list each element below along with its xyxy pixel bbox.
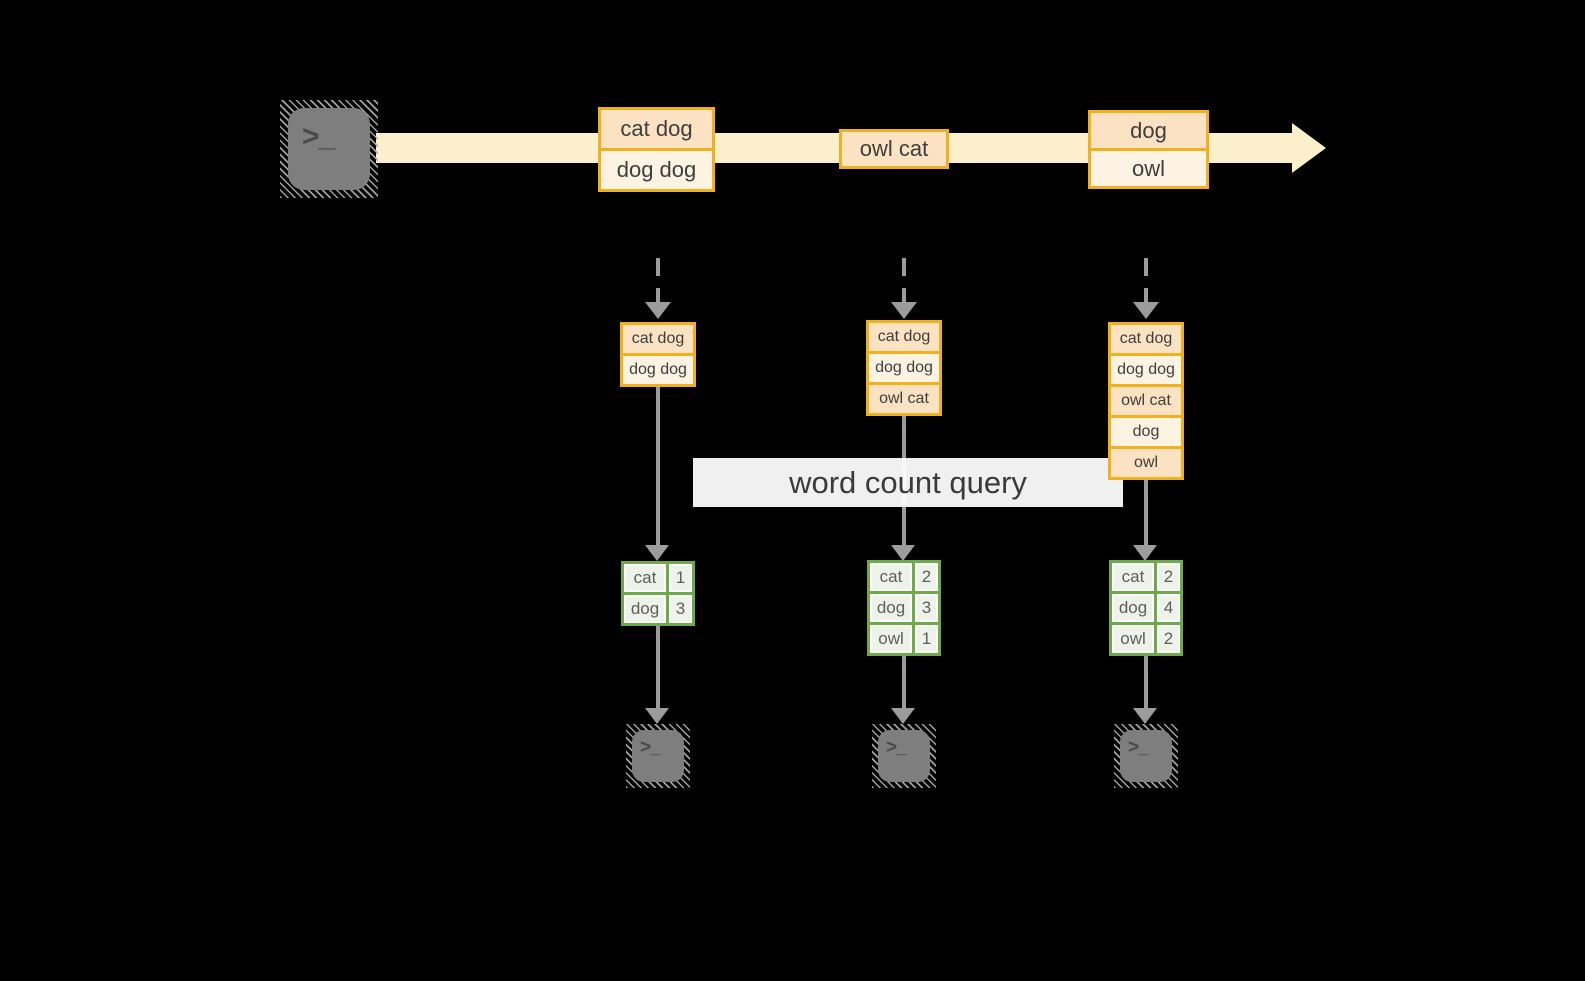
dispatch-arrow-line: [1144, 258, 1148, 302]
terminal-prompt-icon: >_: [886, 737, 907, 758]
output-arrowhead-icon: [891, 708, 915, 724]
query-arrow-line: [656, 387, 660, 545]
batch-row: cat dog: [601, 110, 712, 148]
terminal-screen: [632, 730, 684, 782]
query-arrowhead-icon: [645, 545, 669, 561]
input-row: cat dog: [869, 323, 939, 351]
table-word-cell: owl: [870, 625, 912, 653]
input-row: dog dog: [1111, 356, 1181, 384]
input-row: dog dog: [623, 356, 693, 384]
batch-row: dog: [1091, 113, 1206, 148]
terminal-source-icon: >_: [280, 100, 378, 198]
stream-arrowhead-icon: [1292, 123, 1326, 173]
dispatch-arrowhead-icon: [645, 302, 671, 319]
word-count-query-label: word count query: [693, 458, 1123, 507]
terminal-screen: [878, 730, 930, 782]
output-arrowhead-icon: [645, 708, 669, 724]
terminal-sink-icon-2: >_: [872, 724, 936, 788]
table-word-cell: cat: [624, 564, 666, 592]
table-word-cell: owl: [1112, 625, 1154, 653]
dispatch-arrowhead-icon: [1133, 302, 1159, 319]
batch-row: dog dog: [601, 151, 712, 189]
table-count-cell: 2: [1157, 563, 1180, 591]
table-word-cell: cat: [870, 563, 912, 591]
query-arrowhead-icon: [891, 545, 915, 561]
dispatch-arrowhead-icon: [891, 302, 917, 319]
table-count-cell: 3: [915, 594, 938, 622]
terminal-prompt-icon: >_: [1128, 737, 1149, 758]
input-row: cat dog: [623, 325, 693, 353]
word-count-table-3: cat 2 dog 4 owl 2: [1109, 560, 1183, 656]
table-word-cell: dog: [870, 594, 912, 622]
terminal-prompt-icon: >_: [302, 120, 335, 153]
table-word-cell: dog: [1112, 594, 1154, 622]
dispatch-arrow-line: [656, 258, 660, 302]
batch-row: owl: [1091, 151, 1206, 186]
batch-row: owl cat: [842, 132, 946, 166]
input-row: dog dog: [869, 354, 939, 382]
input-row: dog: [1111, 418, 1181, 446]
output-arrow-line: [656, 626, 660, 708]
output-arrow-line: [1144, 656, 1148, 708]
dispatch-arrow-line: [902, 258, 906, 302]
table-word-cell: dog: [624, 595, 666, 623]
micro-batch-box-3: dog owl: [1088, 110, 1209, 189]
accumulated-input-box-1: cat dog dog dog: [620, 322, 696, 387]
input-row: owl cat: [869, 385, 939, 413]
terminal-prompt-icon: >_: [640, 737, 661, 758]
output-arrowhead-icon: [1133, 708, 1157, 724]
table-count-cell: 1: [915, 625, 938, 653]
input-row: owl cat: [1111, 387, 1181, 415]
terminal-screen: [288, 108, 370, 190]
accumulated-input-box-3: cat dog dog dog owl cat dog owl: [1108, 322, 1184, 480]
table-count-cell: 3: [669, 595, 692, 623]
micro-batch-box-1: cat dog dog dog: [598, 107, 715, 192]
table-count-cell: 2: [1157, 625, 1180, 653]
table-count-cell: 2: [915, 563, 938, 591]
query-arrowhead-icon: [1133, 545, 1157, 561]
query-arrow-line: [1144, 480, 1148, 545]
input-row: owl: [1111, 449, 1181, 477]
output-arrow-line: [902, 656, 906, 708]
word-count-table-2: cat 2 dog 3 owl 1: [867, 560, 941, 656]
terminal-screen: [1120, 730, 1172, 782]
accumulated-input-box-2: cat dog dog dog owl cat: [866, 320, 942, 416]
word-count-table-1: cat 1 dog 3: [621, 561, 695, 626]
micro-batch-box-2: owl cat: [839, 129, 949, 169]
input-row: cat dog: [1111, 325, 1181, 353]
terminal-sink-icon-1: >_: [626, 724, 690, 788]
terminal-sink-icon-3: >_: [1114, 724, 1178, 788]
table-count-cell: 1: [669, 564, 692, 592]
table-count-cell: 4: [1157, 594, 1180, 622]
table-word-cell: cat: [1112, 563, 1154, 591]
